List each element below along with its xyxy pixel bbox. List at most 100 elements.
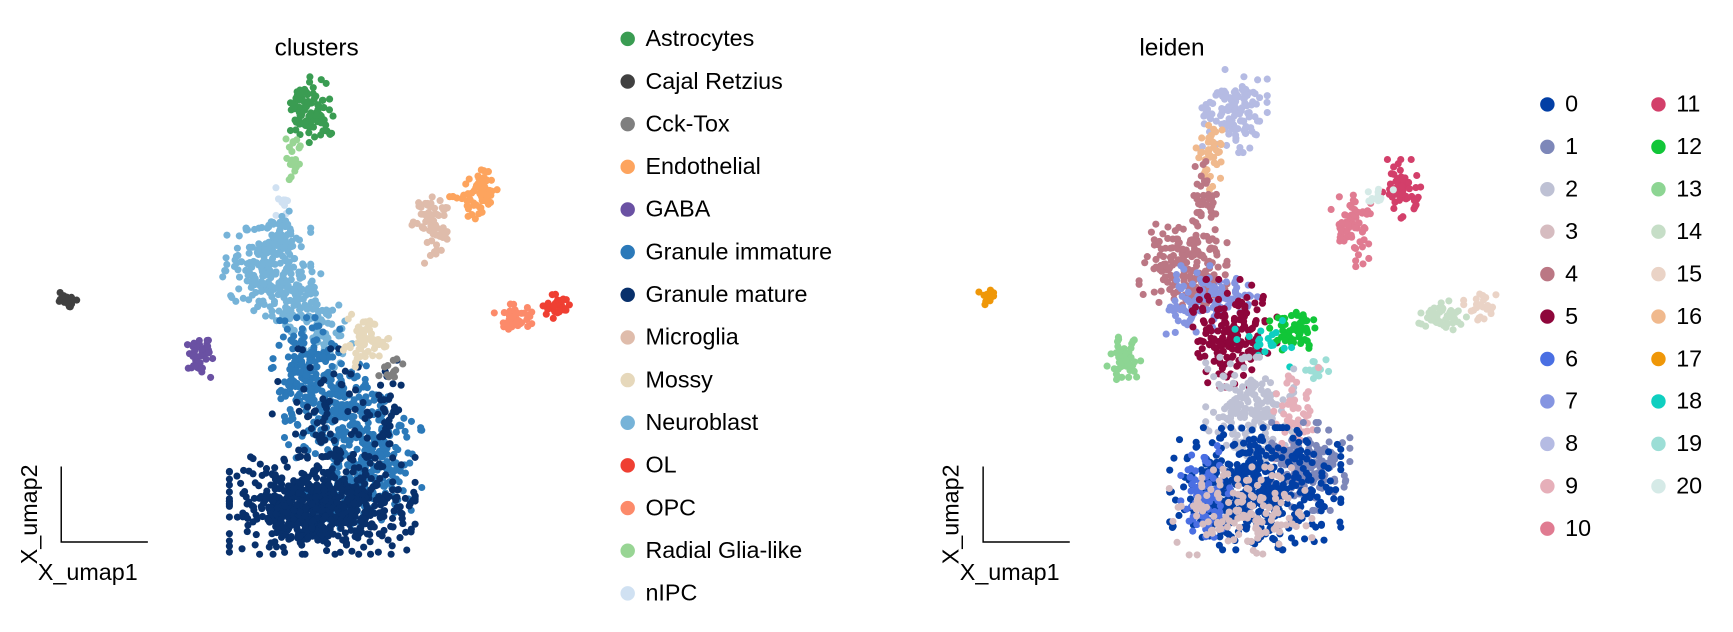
point-11 xyxy=(1397,183,1406,191)
point-0 xyxy=(1248,426,1256,434)
legend-item: 13 xyxy=(1651,176,1702,202)
point-0 xyxy=(1318,472,1326,480)
point-12 xyxy=(1289,336,1297,344)
point-neuroblast xyxy=(285,207,293,215)
legend-marker xyxy=(1651,394,1666,409)
point-cck-tox xyxy=(390,373,398,381)
point-7 xyxy=(1193,269,1201,277)
point-1 xyxy=(1310,470,1318,478)
point-granule-mature xyxy=(347,430,355,439)
point-mossy xyxy=(375,352,383,360)
point-granule-mature xyxy=(319,468,327,476)
point-3 xyxy=(1213,490,1221,499)
point-18 xyxy=(1280,344,1288,352)
point-5 xyxy=(1251,299,1259,307)
point-neuroblast xyxy=(299,295,307,303)
point-11 xyxy=(1407,155,1415,164)
point-neuroblast xyxy=(221,267,229,275)
point-20 xyxy=(1376,196,1384,204)
legend-marker xyxy=(1540,139,1555,155)
point-0 xyxy=(1317,479,1325,487)
point-granule-mature xyxy=(297,452,305,461)
point-opc xyxy=(518,319,526,327)
point-17 xyxy=(981,301,989,309)
point-granule-mature xyxy=(287,521,295,529)
point-8 xyxy=(1200,112,1208,120)
point-neuroblast xyxy=(287,270,295,278)
clusters-points xyxy=(55,73,573,558)
point-neuroblast xyxy=(335,301,343,309)
point-3 xyxy=(1262,509,1270,518)
legend-marker xyxy=(1651,266,1666,282)
point-granule-mature xyxy=(225,548,233,556)
point-granule-immature xyxy=(345,462,353,470)
point-granule-immature xyxy=(418,483,426,492)
point-nipc xyxy=(272,184,280,192)
point-5 xyxy=(1230,314,1239,322)
point-granule-mature xyxy=(279,543,287,551)
point-2 xyxy=(1231,371,1239,379)
point-3 xyxy=(1224,537,1232,545)
point-2 xyxy=(1263,405,1271,413)
point-granule-mature xyxy=(225,488,233,496)
point-granule-mature xyxy=(379,507,387,515)
point-granule-mature xyxy=(269,496,277,504)
x-axis-label: X_umap1 xyxy=(960,559,1060,585)
point-2 xyxy=(1241,430,1249,438)
point-5 xyxy=(1251,318,1260,326)
point-0 xyxy=(1186,495,1195,503)
point-5 xyxy=(1243,293,1251,302)
point-granule-mature xyxy=(326,430,334,438)
point-neuroblast xyxy=(285,258,293,266)
point-granule-mature xyxy=(225,513,233,521)
point-9 xyxy=(1272,390,1281,398)
point-granule-mature xyxy=(295,489,303,497)
point-astrocytes xyxy=(317,119,325,127)
point-3 xyxy=(1203,531,1211,539)
point-3 xyxy=(1234,482,1242,490)
point-3 xyxy=(1277,474,1285,482)
point-8 xyxy=(1234,125,1242,133)
point-3 xyxy=(1199,520,1207,528)
legend-item: 12 xyxy=(1651,133,1702,159)
point-0 xyxy=(1317,507,1325,515)
point-4 xyxy=(1166,244,1175,252)
point-granule-mature xyxy=(327,516,335,524)
point-10 xyxy=(1336,234,1344,242)
point-granule-mature xyxy=(351,405,359,413)
point-4 xyxy=(1157,287,1165,295)
point-granule-mature xyxy=(384,536,392,544)
point-granule-immature xyxy=(287,371,295,379)
point-granule-mature xyxy=(389,514,397,522)
point-neuroblast xyxy=(257,287,265,295)
point-0 xyxy=(1336,518,1344,526)
legend-marker xyxy=(620,330,635,345)
point-5 xyxy=(1229,352,1237,360)
point-granule-immature xyxy=(302,371,310,379)
point-granule-immature xyxy=(297,329,306,338)
point-granule-mature xyxy=(242,493,250,501)
legend-label: 10 xyxy=(1565,515,1591,541)
point-granule-immature xyxy=(283,325,291,333)
point-14 xyxy=(1447,312,1455,320)
point-4 xyxy=(1210,245,1219,253)
legend-marker xyxy=(1651,139,1666,155)
point-2 xyxy=(1290,365,1298,373)
point-granule-mature xyxy=(363,503,371,511)
point-mossy xyxy=(360,341,368,349)
point-microglia xyxy=(429,217,438,225)
point-astrocytes xyxy=(306,73,314,81)
point-9 xyxy=(1294,404,1302,412)
point-1 xyxy=(1290,442,1298,450)
legend-label: 0 xyxy=(1565,91,1578,117)
point-5 xyxy=(1198,345,1206,353)
point-3 xyxy=(1230,519,1238,527)
legend-item: 9 xyxy=(1540,473,1578,499)
point-granule-mature xyxy=(390,507,398,515)
legend-marker xyxy=(1651,309,1666,324)
point-13 xyxy=(1125,373,1133,381)
point-astrocytes xyxy=(306,111,314,119)
point-gaba xyxy=(195,336,203,345)
point-2 xyxy=(1253,408,1261,416)
